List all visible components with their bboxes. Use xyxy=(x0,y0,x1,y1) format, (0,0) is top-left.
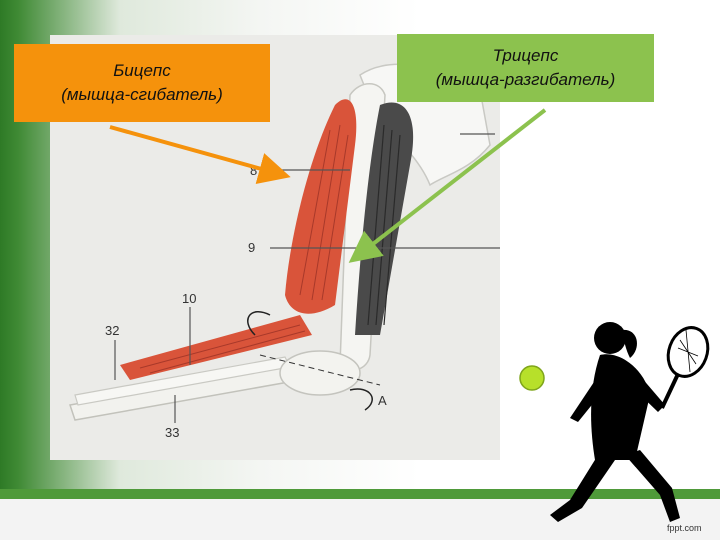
label-8: 8 xyxy=(250,163,257,178)
triceps-label-box: Трицепс (мышца-разгибатель) xyxy=(397,34,654,102)
label-33: 33 xyxy=(165,425,179,440)
watermark: fppt.com xyxy=(667,523,702,533)
label-32: 32 xyxy=(105,323,119,338)
label-10: 10 xyxy=(182,291,196,306)
arm-anatomy-illustration: 8 9 10 32 33 A xyxy=(50,35,500,460)
biceps-label-box: Бицепс (мышца-сгибатель) xyxy=(14,44,270,122)
label-a: A xyxy=(378,393,387,408)
bottom-footer-band xyxy=(0,499,720,540)
label-9: 9 xyxy=(248,240,255,255)
bottom-green-stripe xyxy=(0,489,720,499)
tennis-player-silhouette xyxy=(519,322,710,522)
triceps-title: Трицепс xyxy=(492,46,559,65)
biceps-subtitle: (мышца-сгибатель) xyxy=(61,85,223,104)
tennis-ball-icon xyxy=(519,365,545,391)
biceps-title: Бицепс xyxy=(113,61,171,80)
triceps-subtitle: (мышца-разгибатель) xyxy=(435,70,616,89)
